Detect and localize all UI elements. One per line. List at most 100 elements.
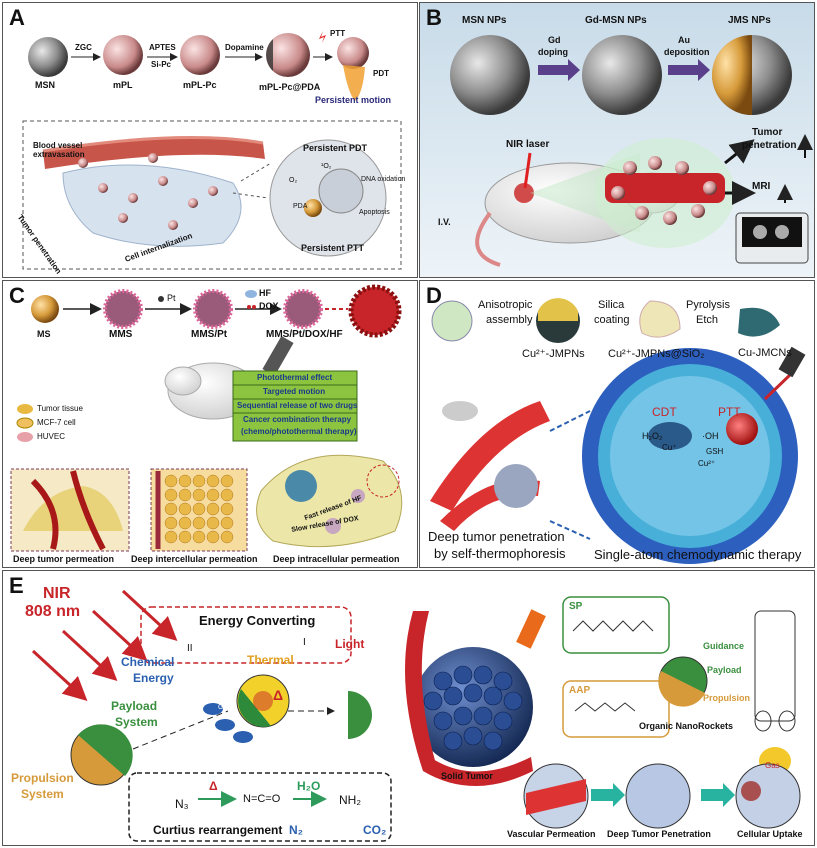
persistent-pdt-label: Persistent PDT [303, 143, 368, 153]
iv-label: I.V. [438, 217, 451, 227]
tumor-label: Tumor [752, 127, 783, 138]
stage-mms-pt-dox-hf: MMS/Pt/DOX/HF [266, 329, 343, 340]
pdt-label: PDT [373, 69, 389, 78]
deep-intercellular-permeation: Deep intercellular permeation [131, 554, 258, 564]
panel-c-label: C [9, 283, 25, 308]
co2-label: CO₂ [363, 823, 387, 837]
stage-mplpc-pda: mPL-Pc@PDA [259, 82, 321, 92]
panel-a-label: A [9, 5, 25, 30]
arrow-aptes: APTES [149, 43, 176, 52]
rocket-propulsion: Propulsion [703, 693, 750, 703]
n2-label: N₂ [289, 823, 303, 837]
legend-tumor-tissue: Tumor tissue [37, 404, 83, 413]
silica-label: Silica [598, 299, 625, 311]
gd-label: Gd [548, 35, 561, 45]
mplpc-pda-sphere [266, 33, 310, 77]
aap-label: AAP [569, 685, 591, 696]
cu-jmpns: Cu²⁺-JMPNs [522, 348, 585, 360]
h2o-label: H₂O [297, 779, 321, 793]
stage-msn: MSN [35, 80, 55, 90]
pt-label: Pt [167, 293, 176, 303]
payload-system-2: System [115, 715, 158, 729]
delta-curtius: Δ [209, 779, 218, 793]
singlet-oxygen-label: ¹O₂ [321, 163, 332, 170]
deep-intracellular-permeation: Deep intracellular permeation [273, 554, 400, 564]
effect-chemo-photothermal: (chemo/photothermal therapy) [241, 427, 357, 436]
panel-b-illustration [420, 3, 814, 277]
nir-label: NIR [43, 585, 71, 602]
assembly-label: assembly [486, 314, 533, 326]
payload-system-1: Payload [111, 699, 158, 713]
cu2-label: Cu²⁺ [698, 459, 716, 468]
stage-mplpc: mPL-Pc [183, 80, 217, 90]
dna-oxidation-label: DNA oxidation [361, 176, 406, 183]
stage-mpl: mPL [113, 80, 133, 90]
single-atom-cdt: Single-atom chemodynamic therapy [594, 547, 802, 562]
nh2-label: NH₂ [339, 793, 361, 807]
coating-label: coating [594, 314, 630, 326]
effect-sequential-release: Sequential release of two drugs [237, 401, 358, 410]
chemical-energy-2: Energy [133, 671, 174, 685]
panel-b-label: B [426, 5, 442, 30]
deep-tumor-penetration-e: Deep Tumor Penetration [607, 829, 711, 839]
h2o2-label: H₂O₂ [642, 431, 663, 441]
mpl-sphere [103, 35, 143, 75]
arrow-zgc: ZGC [75, 43, 92, 52]
cu-jmpns-sio2: Cu²⁺-JMPNs@SiO₂ [608, 348, 705, 360]
stage-gd-msn-nps: Gd-MSN NPs [585, 15, 647, 26]
panel-d-illustration [430, 298, 806, 564]
gas-rocket-label: Gas [765, 761, 780, 770]
arrow-dopamine: Dopamine [225, 43, 264, 52]
nir-laser-label: NIR laser [506, 139, 550, 150]
gsh-label: GSH [706, 447, 724, 456]
delta-label: Δ [273, 687, 284, 703]
apoptosis-label: Apoptosis [359, 209, 390, 216]
blood-vessel-label: Blood vessel extravasation [33, 141, 85, 159]
gas-label: Gas [218, 704, 231, 711]
arrow-sipc: Si-Pc [151, 60, 172, 69]
cu-jmcns: Cu-JMCNs [738, 347, 792, 359]
doping-label: doping [538, 47, 568, 57]
panel-e-label: E [9, 573, 24, 598]
ptt-label: PTT [330, 29, 346, 38]
au-label: Au [678, 35, 690, 45]
vascular-permeation: Vascular Permeation [507, 829, 596, 839]
msn-np-sphere [450, 35, 530, 115]
persistent-ptt-label: Persistent PTT [301, 243, 365, 253]
cellular-uptake: Cellular Uptake [737, 829, 803, 839]
stage-mms-pt: MMS/Pt [191, 329, 228, 340]
ms-sphere [31, 295, 59, 323]
cdt-label: CDT [652, 405, 677, 419]
anisotropic-label: Anisotropic [478, 299, 533, 311]
penetration-label: penetration [742, 140, 797, 151]
ptt-d-label: PTT [718, 405, 741, 419]
mri-label: MRI [752, 181, 771, 192]
msn-sphere [28, 37, 68, 77]
gd-msn-np-sphere [582, 35, 662, 115]
nir-wavelength: 808 nm [25, 603, 81, 620]
pda-label: PDA [293, 203, 308, 210]
panel-d: D Anisotropic assembly Silica coating Py… [419, 280, 815, 568]
stage-ms: MS [37, 329, 51, 339]
stage-jms-nps: JMS NPs [728, 15, 771, 26]
propulsion-system-1: Propulsion [11, 771, 74, 785]
propulsion-system-2: System [21, 787, 64, 801]
numeral-ii: II [187, 643, 193, 654]
effect-combination: Cancer combination therapy [243, 415, 352, 424]
legend-huvec: HUVEC [37, 432, 66, 441]
numeral-i: I [303, 637, 306, 648]
etch-label: Etch [696, 314, 719, 326]
pyrolysis-label: Pyrolysis [686, 299, 731, 311]
deep-tumor-penetration-d: Deep tumor penetration [428, 529, 565, 544]
panel-a-illustration [22, 31, 402, 270]
panel-b: B MSN NPs Gd-MSN NPs J [419, 2, 815, 278]
organic-nanorockets: Organic NanoRockets [639, 721, 734, 731]
curtius-label: Curtius rearrangement [153, 823, 283, 837]
rocket-guidance: Guidance [703, 641, 745, 651]
nco-label: N=C=O [243, 793, 281, 805]
solid-tumor-label: Solid Tumor [441, 771, 493, 781]
panel-c: C [2, 280, 418, 568]
stage-msn-nps: MSN NPs [462, 15, 507, 26]
legend-mcf7-cell: MCF-7 cell [37, 418, 76, 427]
n3-label: N₃ [175, 797, 189, 811]
